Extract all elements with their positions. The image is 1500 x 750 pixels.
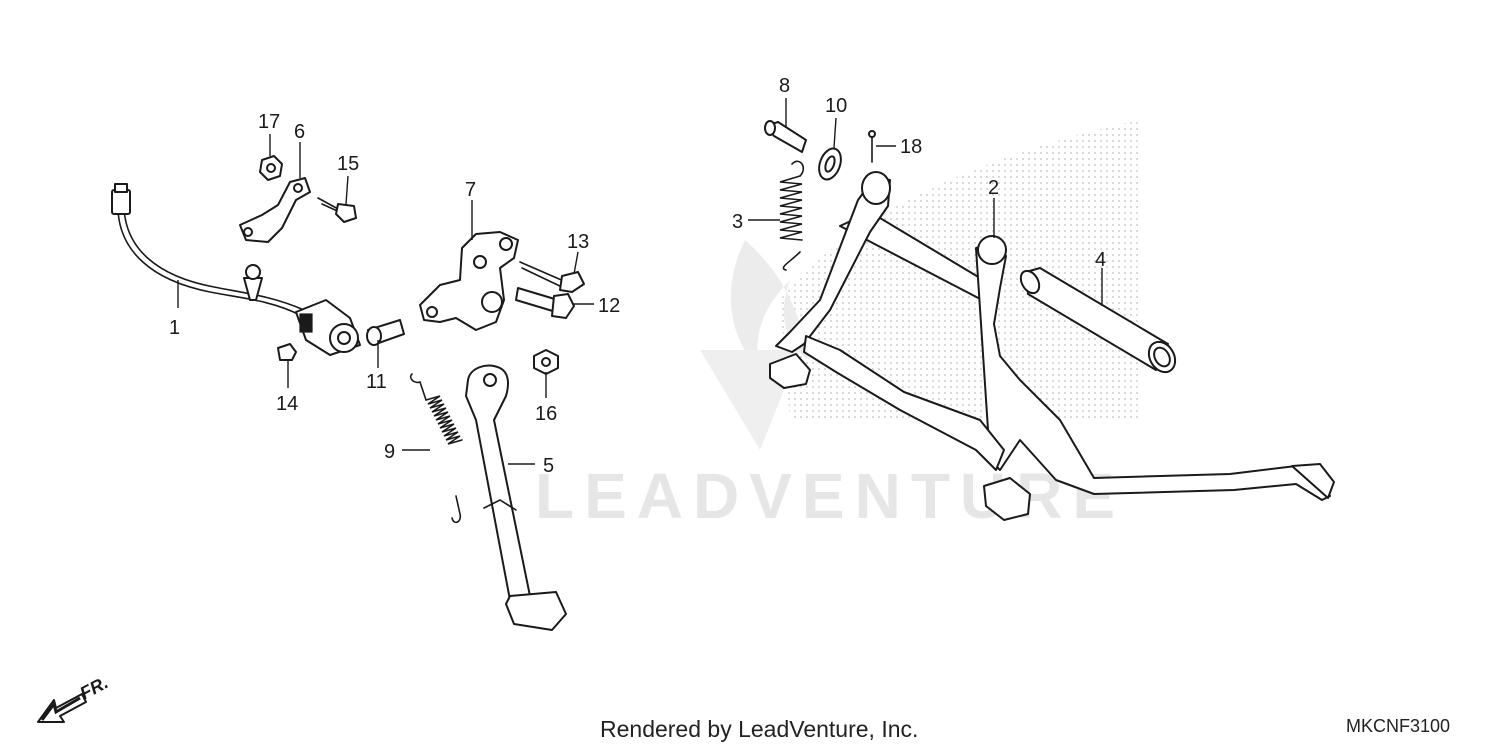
- callout-7[interactable]: 7: [465, 179, 476, 201]
- callout-9[interactable]: 9: [384, 441, 395, 463]
- part-13-bolt[interactable]: [519, 261, 585, 293]
- part-1-side-stand-switch[interactable]: [111, 183, 361, 356]
- callout-17[interactable]: 17: [258, 111, 280, 133]
- part-17-nut[interactable]: [259, 155, 283, 181]
- part-6-bracket[interactable]: [239, 177, 311, 243]
- callout-6[interactable]: 6: [294, 121, 305, 143]
- callout-18[interactable]: 18: [900, 136, 922, 158]
- rendered-by-credit: Rendered by LeadVenture, Inc.: [600, 716, 919, 742]
- part-10-washer[interactable]: [815, 146, 845, 183]
- callout-3[interactable]: 3: [732, 211, 743, 233]
- part-7-mount-bracket[interactable]: [419, 231, 519, 331]
- watermark-text: LEADVENTURE: [535, 460, 1125, 532]
- diagram-code: MKCNF3100: [1346, 716, 1451, 736]
- callout-14[interactable]: 14: [276, 393, 298, 415]
- callout-15[interactable]: 15: [337, 153, 359, 175]
- part-12-bolt[interactable]: [515, 287, 575, 319]
- leader-lines: [177, 98, 1103, 465]
- part-3-spring[interactable]: [779, 160, 805, 271]
- part-2-main-stand[interactable]: [769, 171, 1335, 521]
- part-14-bolt[interactable]: [277, 343, 297, 361]
- part-5-side-stand[interactable]: [465, 364, 567, 631]
- part-8-pin[interactable]: [764, 120, 807, 153]
- callout-5[interactable]: 5: [543, 455, 554, 477]
- part-11-collar[interactable]: [366, 319, 405, 346]
- callout-11[interactable]: 11: [366, 371, 387, 393]
- callout-13[interactable]: 13: [567, 231, 589, 253]
- callout-8[interactable]: 8: [779, 75, 790, 97]
- part-16-nut[interactable]: [533, 349, 559, 375]
- part-4-pipe[interactable]: [1017, 267, 1180, 377]
- part-15-bolt[interactable]: [317, 197, 357, 223]
- callout-4[interactable]: 4: [1095, 249, 1106, 271]
- callout-2[interactable]: 2: [988, 177, 999, 199]
- front-direction-arrow-icon: FR.: [37, 672, 111, 723]
- part-18-cotter-pin[interactable]: [868, 130, 876, 163]
- callouts: 1 2 3 4 5 6 7 8 9 10 11 12 13 14 15 16 1…: [169, 75, 1106, 477]
- callout-12[interactable]: 12: [598, 295, 620, 317]
- callout-1[interactable]: 1: [169, 317, 180, 339]
- callout-10[interactable]: 10: [825, 95, 847, 117]
- callout-16[interactable]: 16: [535, 403, 557, 425]
- part-9-spring[interactable]: [409, 373, 463, 524]
